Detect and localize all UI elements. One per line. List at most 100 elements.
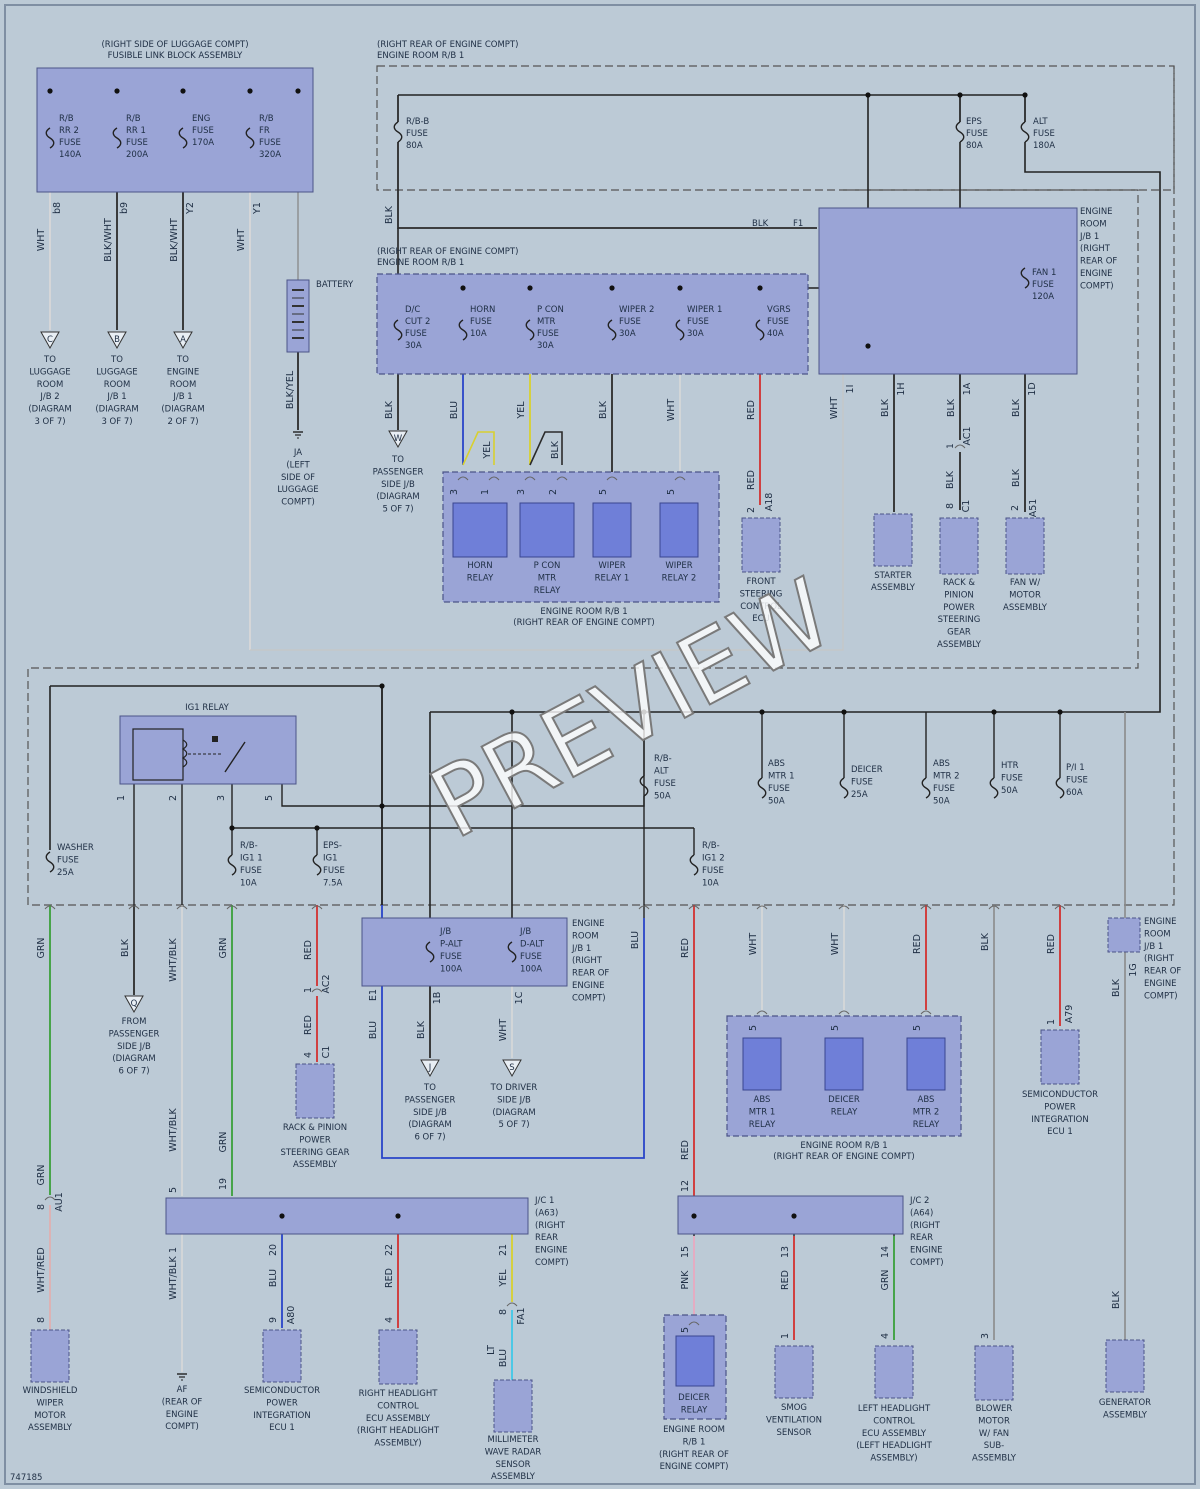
blower-motor — [974, 1345, 1014, 1401]
pin-arc — [988, 905, 1000, 910]
fusible-link-fuse-label: R/B — [59, 114, 74, 124]
rb1-mid-fuse-label: P CON — [537, 305, 564, 315]
junction-dot — [509, 709, 515, 715]
connector-s-dest: SIDE J/B — [497, 1095, 531, 1105]
jb1-small-label: REAR OF — [1144, 967, 1181, 977]
jb-alt-title: (RIGHT — [572, 956, 603, 966]
jc1-title: COMPT) — [535, 1258, 569, 1268]
rack-lower-label: RACK & PINION — [283, 1123, 347, 1133]
semi-ecu-right-label: INTEGRATION — [1031, 1115, 1088, 1125]
jc1-wire-whtblk: WHT/BLK — [168, 1255, 179, 1299]
connector-j-dest: (DIAGRAM — [408, 1120, 451, 1130]
jb-d-alt-fuse: 100A — [520, 965, 542, 975]
fusible-link-dest: J/B 1 — [172, 392, 192, 402]
right-headlight-label: ASSEMBLY) — [374, 1439, 421, 1449]
fusible-link-connector — [40, 331, 60, 350]
rb1-mid-fuse-label: HORN — [470, 305, 495, 315]
jb1-pin: 1A — [962, 382, 973, 395]
fusible-link-dest: TO — [43, 355, 56, 365]
fusible-link-dest: ENGINE — [167, 367, 200, 377]
jc2-red-wire2: RED — [680, 1140, 691, 1160]
rack-top-label: POWER — [943, 603, 975, 613]
battery-ground-label: JA — [293, 448, 302, 458]
fusible-link-connector — [173, 331, 193, 350]
left-headlight-label: (LEFT HEADLIGHT — [856, 1441, 932, 1451]
connector-q-dest: SIDE J/B — [117, 1042, 151, 1052]
fusible-link-fuse-label: R/B — [259, 114, 274, 124]
rb1-mid-wire-color: WHT — [666, 399, 677, 422]
wiper-pin: 8 — [36, 1317, 47, 1323]
abs-relay-label: RELAY — [831, 1107, 858, 1117]
jb1-title: REAR OF — [1080, 257, 1117, 267]
jb-alt-pin-1b: 1B — [432, 992, 443, 1005]
rbig12-fuse: FUSE — [702, 866, 724, 876]
pin-arc — [311, 988, 323, 993]
absmtr1-fuse: ABS — [768, 759, 785, 769]
mmw-label: ASSEMBLY — [491, 1472, 536, 1482]
millimeter-wave-sensor — [493, 1379, 533, 1433]
jb-alt-title: ENGINE — [572, 919, 605, 929]
rb1-top-fuse: R/B-B — [406, 117, 429, 127]
fusible-link-connector-letter: A — [180, 335, 186, 345]
htr-wire: BLK — [980, 932, 991, 951]
pin-arc — [606, 476, 618, 481]
fan-motor-wire: BLK — [1011, 468, 1022, 487]
fusible-link-dest: ROOM — [170, 380, 197, 390]
rb1-top-fuse: EPS — [966, 117, 982, 127]
left-wire-grn: GRN — [36, 937, 47, 958]
connector-q — [124, 995, 144, 1014]
left-wire-grn3: GRN — [218, 937, 229, 958]
pi-wire: RED — [1046, 934, 1057, 954]
generator-assembly — [1105, 1339, 1145, 1393]
fusible-link-wire-color: WHT — [236, 229, 247, 252]
jb1-wire-color: BLK — [946, 398, 957, 417]
connector-w-dest: PASSENGER — [373, 467, 424, 477]
fusible-link-fuse-label: FUSE — [192, 126, 214, 136]
jb-alt-wire-blu: BLU — [368, 1021, 379, 1039]
semi-ecu-label: SEMICONDUCTOR — [244, 1386, 320, 1396]
jb-alt-title: REAR OF — [572, 969, 609, 979]
junction-dot — [991, 709, 997, 715]
absmtr1-fuse: MTR 1 — [768, 772, 795, 782]
jc2-title: (RIGHT — [910, 1221, 941, 1231]
pcon-relay-label: RELAY — [534, 586, 561, 596]
connector-q-dest: PASSENGER — [109, 1029, 160, 1039]
ig1-pin: 1 — [116, 795, 127, 801]
jc1-wire-red: RED — [384, 1268, 395, 1288]
fan-motor-label: MOTOR — [1009, 590, 1041, 600]
junction-dot — [609, 285, 615, 291]
windshield-wiper-label: WINDSHIELD — [23, 1386, 78, 1396]
ac2-pin: 1 — [303, 987, 314, 993]
pin-arc — [688, 905, 700, 910]
junction-dot — [395, 1213, 401, 1219]
generator-wire: BLK — [1111, 1290, 1122, 1309]
blower-label: BLOWER — [976, 1404, 1013, 1414]
rack-top-label: PINION — [944, 590, 974, 600]
connector-w-dest: (DIAGRAM — [376, 492, 419, 502]
relay-box-caption: (RIGHT REAR OF ENGINE COMPT) — [513, 618, 654, 628]
w — [529, 431, 563, 466]
jb1-wire-color: BLK — [880, 398, 891, 417]
jc2-wire-pnk: PNK — [680, 1270, 691, 1290]
rb1-mid-fuse — [458, 319, 468, 341]
right-headlight-label: RIGHT HEADLIGHT — [359, 1389, 439, 1399]
fusible-link-fuse-label: FUSE — [126, 138, 148, 148]
abs-relay — [906, 1037, 946, 1091]
connector-s-letter: S — [509, 1063, 514, 1073]
wiper-relay-2 — [659, 502, 699, 558]
connector-j-letter: J — [428, 1063, 432, 1073]
fusible-link-pin: b8 — [52, 202, 63, 214]
abs-relay-label: DEICER — [828, 1095, 860, 1105]
jc1-pin-5: 5 — [168, 1187, 179, 1193]
connector-j-dest: SIDE J/B — [413, 1108, 447, 1118]
right-headlight-label: (RIGHT HEADLIGHT — [357, 1426, 440, 1436]
diagram-id: 747185 — [10, 1473, 42, 1483]
rb1-mid-title: ENGINE ROOM R/B 1 — [377, 258, 464, 268]
pcon-relay-label: P CON — [534, 561, 561, 571]
rack-top-label: STEERING — [938, 615, 981, 625]
connector-q-dest: (DIAGRAM — [112, 1054, 155, 1064]
left-wire-blk: BLK — [120, 938, 131, 957]
semi-ecu-right-label: SEMICONDUCTOR — [1022, 1090, 1098, 1100]
rbig12-fuse: R/B- — [702, 841, 720, 851]
junction-dot — [677, 285, 683, 291]
